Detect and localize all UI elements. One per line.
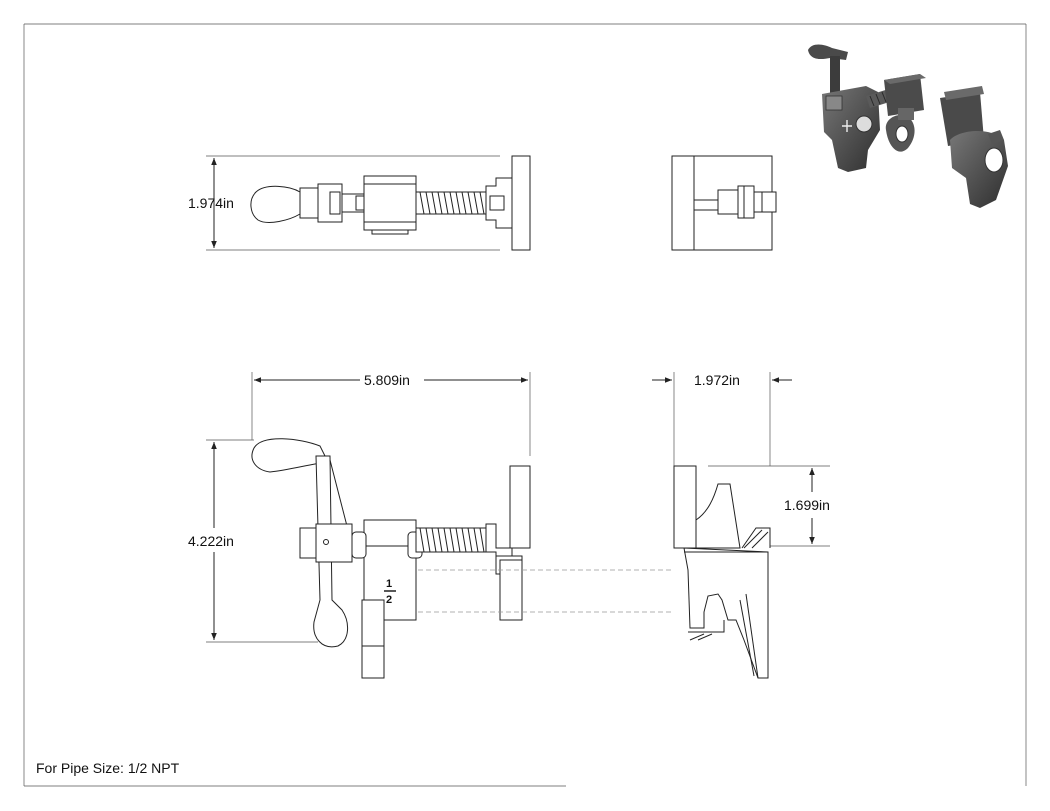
front-height-dimension: 4.222in bbox=[188, 533, 234, 549]
side-width-dimension: 1.972in bbox=[694, 372, 740, 388]
top-view: 1.974in bbox=[188, 155, 531, 251]
front-view: 5.809in 4.222in 1 2 bbox=[188, 372, 674, 679]
jaw-height-dimension: 1.699in bbox=[784, 497, 830, 513]
pipe-size-fraction-numerator: 1 bbox=[386, 578, 392, 590]
top-height-dimension: 1.974in bbox=[188, 195, 234, 211]
pipe-size-note: For Pipe Size: 1/2 NPT bbox=[36, 760, 180, 776]
clamp-render-image bbox=[808, 44, 1008, 208]
pipe-size-fraction-denominator: 2 bbox=[386, 594, 392, 606]
drawing-frame bbox=[23, 23, 1027, 787]
screw-thread-front bbox=[419, 527, 485, 553]
top-side-view bbox=[671, 155, 777, 251]
screw-thread-top bbox=[419, 191, 491, 215]
length-dimension: 5.809in bbox=[364, 372, 410, 388]
side-view: 1.972in 1.699in bbox=[652, 372, 830, 679]
